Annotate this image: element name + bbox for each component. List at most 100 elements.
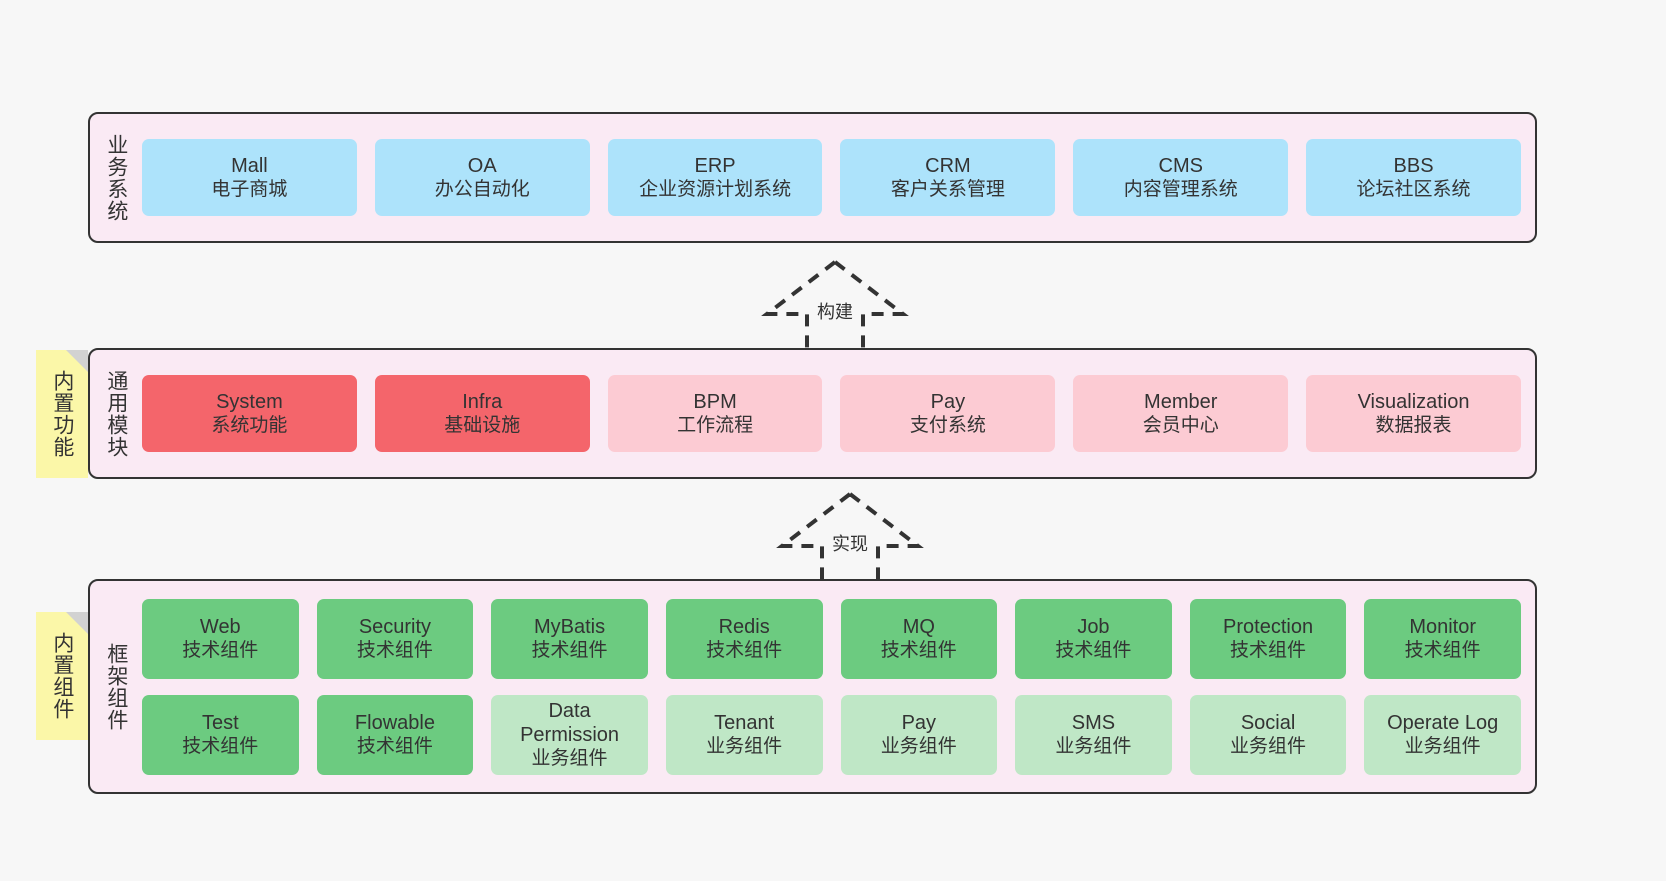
module-card-desc: 技术组件: [356, 640, 433, 662]
layer-business-title: 业务系统: [104, 133, 128, 222]
module-card-name: Visualization: [1357, 390, 1470, 413]
module-card-desc: 数据报表: [1375, 415, 1452, 437]
module-card-desc: 技术组件: [531, 640, 608, 662]
module-card-desc: 会员中心: [1142, 415, 1219, 437]
module-card-name: Redis: [718, 615, 770, 638]
module-card-desc: 技术组件: [1230, 640, 1307, 662]
module-card-name: Web: [199, 615, 241, 638]
module-card-name: Member: [1144, 390, 1218, 413]
module-card-name: Pay: [901, 711, 937, 734]
module-card-name: OA: [467, 154, 497, 177]
module-card-desc: 技术组件: [356, 736, 433, 758]
module-card-desc: 业务组件: [1230, 736, 1307, 758]
module-card-desc: 业务组件: [880, 736, 957, 758]
module-card-desc: 支付系统: [909, 415, 986, 437]
module-card-name: Job: [1077, 615, 1110, 638]
module-card-name: CMS: [1158, 154, 1203, 177]
module-card-desc: 业务组件: [1055, 736, 1132, 758]
module-card-name: System: [216, 390, 283, 413]
module-card-desc: 办公自动化: [434, 179, 530, 201]
module-card-name: BPM: [693, 390, 737, 413]
sticky-note-builtin-components-label: 内置组件: [50, 632, 74, 720]
module-card-desc: 业务组件: [1404, 736, 1481, 758]
module-card-name: ERP: [694, 154, 736, 177]
module-card-desc: 内容管理系统: [1123, 179, 1238, 201]
module-card-desc: 业务组件: [531, 748, 608, 770]
module-card-name: Protection: [1223, 615, 1314, 638]
module-card-name: BBS: [1393, 154, 1434, 177]
module-card-desc: 技术组件: [182, 640, 259, 662]
module-card-desc: 企业资源计划系统: [639, 179, 792, 201]
sticky-note-builtin-features: 内置功能: [36, 350, 88, 478]
module-card-desc: 工作流程: [677, 415, 754, 437]
module-card-name: Pay: [930, 390, 966, 413]
module-card-desc: 系统功能: [211, 415, 288, 437]
module-card-desc: 客户关系管理: [890, 179, 1005, 201]
module-card-name: Monitor: [1409, 615, 1477, 638]
module-card-name: Operate Log: [1387, 711, 1499, 734]
module-card-desc: 技术组件: [706, 640, 783, 662]
module-card-desc: 论坛社区系统: [1356, 179, 1471, 201]
module-card-name: Mall: [231, 154, 268, 177]
module-card-name: MQ: [902, 615, 935, 638]
module-card-desc: 基础设施: [444, 415, 521, 437]
module-card-name: SMS: [1071, 711, 1116, 734]
sticky-note-builtin-components: 内置组件: [36, 612, 88, 740]
layer-framework-title: 框架组件: [104, 642, 128, 731]
module-card-name: Tenant: [714, 711, 775, 734]
module-card-desc: 业务组件: [706, 736, 783, 758]
module-card-desc: 电子商城: [211, 179, 288, 201]
module-card-desc: 技术组件: [182, 736, 259, 758]
module-card-desc: 技术组件: [1055, 640, 1132, 662]
sticky-note-builtin-features-label: 内置功能: [50, 370, 74, 458]
module-card-name: Social: [1240, 711, 1296, 734]
module-card-name: CRM: [925, 154, 971, 177]
module-card-desc: 技术组件: [1404, 640, 1481, 662]
arrow-implement: 实现: [775, 490, 925, 582]
module-card-name: Infra: [462, 390, 503, 413]
module-card-name: Test: [201, 711, 239, 734]
module-card-desc: 技术组件: [880, 640, 957, 662]
module-card-name: MyBatis: [534, 615, 606, 638]
module-card-name: Security: [358, 615, 432, 638]
module-card-name: Flowable: [354, 711, 435, 734]
arrow-build: 构建: [760, 258, 910, 350]
